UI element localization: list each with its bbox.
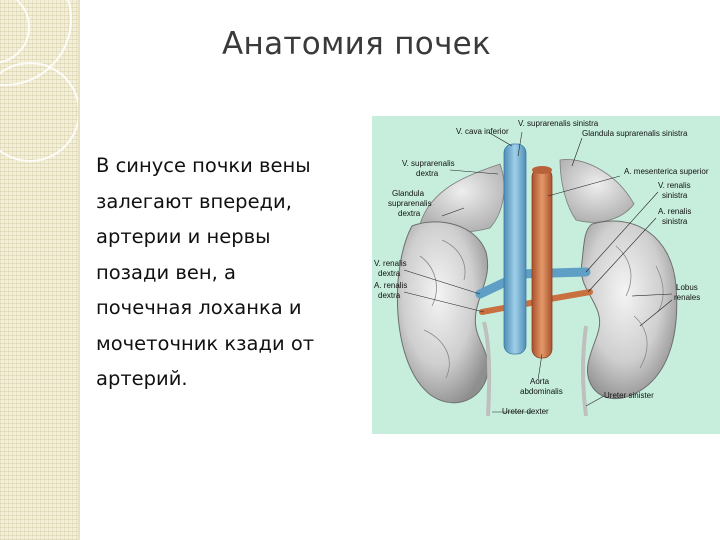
left-ureter	[581, 325, 588, 417]
label-v-suprarenalis: V. suprarenalis	[402, 159, 455, 168]
label-v-renalis-sinistra: V. renalis	[658, 181, 691, 190]
label-v-renalis-dextra: V. renalis	[374, 259, 407, 268]
label-renales: renales	[674, 293, 700, 302]
right-kidney-lobe-lines	[419, 239, 466, 379]
label-abdominalis: abdominalis	[520, 387, 563, 396]
band-divider	[78, 0, 80, 540]
slide-title: Анатомия почек	[222, 26, 492, 62]
label-dextra: dextra	[378, 291, 401, 300]
kidney-illustration: V. suprarenalis sinistra V. cava inferio…	[374, 119, 709, 417]
slide-body-text: В синусе почки вены залегают впереди, ар…	[96, 154, 315, 390]
label-a-renalis-dextra: A. renalis	[374, 281, 407, 290]
label-glandula-suprarenalis-sinistra: Glandula suprarenalis sinistra	[582, 129, 688, 138]
right-kidney	[396, 221, 489, 404]
label-a-mesenterica-superior: A. mesenterica superior	[624, 167, 709, 176]
abdominal-aorta	[531, 167, 553, 359]
label-v-cava-inferior: V. cava inferior	[456, 127, 509, 136]
label-v-suprarenalis-sinistra: V. suprarenalis sinistra	[518, 119, 599, 128]
label-dextra: dextra	[416, 169, 439, 178]
label-suprarenalis: suprarenalis	[388, 199, 432, 208]
inferior-vena-cava	[503, 143, 527, 355]
label-dextra: dextra	[398, 209, 421, 218]
label-sinistra: sinistra	[662, 191, 688, 200]
left-adrenal-gland	[559, 158, 635, 223]
label-aorta: Aorta	[530, 377, 550, 386]
kidney-anatomy-figure: V. suprarenalis sinistra V. cava inferio…	[372, 116, 720, 434]
decorative-circle	[0, 62, 78, 162]
label-lobus: Lobus	[676, 283, 698, 292]
label-glandula: Glandula	[392, 189, 425, 198]
label-a-renalis-sinistra: A. renalis	[658, 207, 691, 216]
leader-lines	[403, 131, 673, 413]
label-sinistra: sinistra	[662, 217, 688, 226]
aorta-top	[532, 166, 552, 174]
left-kidney	[580, 220, 678, 400]
decorative-side-band	[0, 0, 78, 540]
left-kidney-lobe-lines	[615, 245, 664, 369]
label-ureter-dexter: Ureter dexter	[502, 407, 549, 416]
right-ureter	[482, 321, 492, 417]
label-dextra: dextra	[378, 269, 401, 278]
label-ureter-sinister: Ureter sinister	[604, 391, 654, 400]
